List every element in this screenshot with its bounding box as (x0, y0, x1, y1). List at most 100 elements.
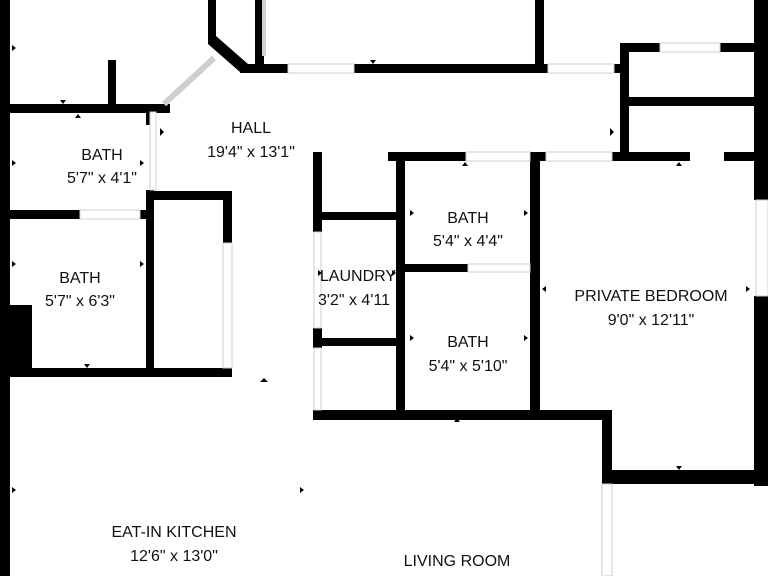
room-name: PRIVATE BEDROOM (574, 288, 727, 305)
tick (542, 286, 546, 292)
tick (462, 162, 468, 166)
wall-left-block (0, 305, 32, 375)
window-closet-right (222, 242, 233, 369)
wall-closet-right (223, 191, 232, 243)
window-bedroom-right (755, 199, 768, 297)
wall-center-divider-left (396, 152, 405, 420)
room-dimensions: 5'4" x 5'10" (429, 358, 508, 375)
window-bedroom-top (545, 151, 613, 162)
window-upper-room (287, 63, 355, 74)
wall-bath-divider-left (10, 210, 80, 219)
wall-center-top-a (388, 152, 466, 161)
window-angled-line (161, 55, 217, 107)
window-center-top (465, 151, 531, 162)
tick (12, 45, 16, 51)
room-dimensions: 3'2" x 4'11 (318, 292, 390, 309)
room-name: BATH (81, 147, 122, 164)
room-name: BATH (59, 270, 100, 287)
room-laundry: LAUNDRY 3'2" x 4'11 (318, 268, 396, 309)
room-dimensions: 9'0" x 12'11" (608, 312, 695, 329)
window-center-bath (467, 263, 531, 273)
tick (75, 114, 81, 118)
tick (260, 378, 268, 382)
wall-bedroom-top-c (724, 152, 768, 161)
tick (140, 160, 144, 166)
tick (676, 162, 682, 166)
wall-bedroom-lower-left (602, 410, 612, 484)
window-living (601, 483, 613, 576)
tick (12, 160, 16, 166)
wall-bedroom-top-b (612, 152, 690, 161)
wall-upper-left-post (255, 0, 264, 70)
tick (12, 261, 16, 267)
tick (318, 270, 322, 276)
tick (410, 335, 414, 341)
tick (84, 364, 90, 368)
tick (392, 270, 396, 276)
wall-closet-top (146, 191, 232, 200)
tick (410, 210, 414, 216)
room-labels: HALL 19'4" x 13'1" BATH 5'7" x 4'1" BATH… (45, 120, 728, 570)
room-name: LAUNDRY (320, 268, 397, 285)
tick (300, 487, 304, 493)
wall-bath2-right (146, 212, 154, 372)
wall-laundry-shelf-bottom (313, 338, 403, 346)
room-bath-center-upper: BATH 5'4" x 4'4" (433, 210, 503, 250)
room-dimensions: 5'7" x 6'3" (45, 293, 115, 310)
wall-upper-right-post (535, 0, 544, 70)
room-bath-center-lower: BATH 5'4" x 5'10" (429, 334, 508, 375)
room-name: HALL (231, 120, 271, 137)
window-bath-divider (79, 209, 141, 220)
wall-laundry-left (313, 152, 322, 232)
wall-bath1-top (10, 104, 170, 113)
wall-bath1-right-bottom (146, 190, 154, 212)
room-name: EAT-IN KITCHEN (111, 524, 236, 541)
room-name: LIVING ROOM (404, 553, 511, 570)
windows (79, 0, 768, 576)
window-right-closet (659, 42, 721, 53)
room-dimensions: 5'7" x 4'1" (67, 170, 137, 187)
tick (60, 100, 66, 104)
wall-right-exterior-top (754, 0, 768, 200)
wall-laundry-bottom (313, 410, 403, 420)
tick (524, 210, 528, 216)
tick (610, 128, 614, 136)
room-hall: HALL 19'4" x 13'1" (207, 120, 295, 161)
tick (746, 286, 750, 292)
tick (12, 487, 16, 493)
room-eat-in-kitchen: EAT-IN KITCHEN 12'6" x 13'0" (111, 524, 236, 565)
room-dimensions: 5'4" x 4'4" (433, 233, 503, 250)
window-laundry-left (313, 231, 322, 329)
room-dimensions: 19'4" x 13'1" (207, 144, 295, 161)
dimension-ticks (12, 45, 750, 493)
wall-stub-top (108, 60, 116, 110)
wall-closets-mid (620, 97, 768, 106)
room-private-bedroom: PRIVATE BEDROOM 9'0" x 12'11" (574, 288, 727, 329)
room-bath-lower-left: BATH 5'7" x 6'3" (45, 270, 115, 310)
wall-bath2-bottom (10, 368, 232, 377)
tick (676, 466, 682, 470)
room-bath-upper-left: BATH 5'7" x 4'1" (67, 147, 137, 187)
room-dimensions: 12'6" x 13'0" (130, 548, 218, 565)
wall-right-exterior-bottom (754, 296, 768, 486)
room-living-room: LIVING ROOM (404, 553, 511, 570)
window-angled-a (149, 111, 157, 191)
window-upper-right (547, 63, 615, 74)
window-laundry-lower (313, 347, 322, 411)
wall-center-bath-mid (403, 264, 468, 272)
tick (454, 418, 460, 422)
tick (140, 261, 144, 267)
wall-laundry-shelf-top (313, 212, 403, 220)
tick (524, 335, 528, 341)
wall-center-bottom (396, 410, 612, 420)
tick (160, 128, 164, 136)
room-name: BATH (447, 210, 488, 227)
tick (370, 60, 376, 64)
room-name: BATH (447, 334, 488, 351)
wall-bedroom-bottom (602, 470, 768, 484)
wall-left-exterior (0, 0, 10, 576)
wall-upper-bottom (240, 64, 620, 73)
wall-center-divider-right (530, 152, 540, 416)
